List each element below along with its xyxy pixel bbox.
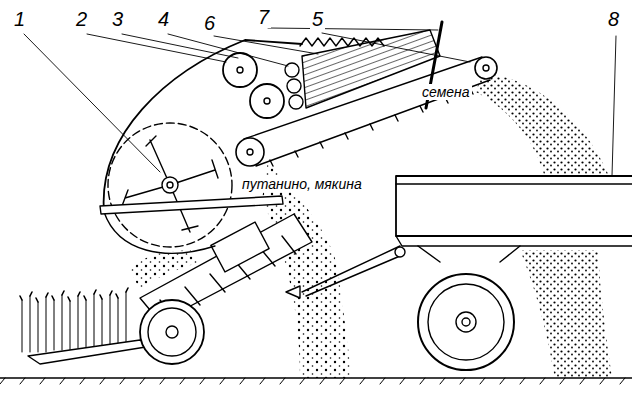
callout-number: 5	[310, 8, 325, 30]
callout-number: 2	[74, 8, 89, 30]
callout-number: 1	[12, 8, 27, 30]
callout-number: 3	[110, 8, 125, 30]
callout-number: 7	[256, 6, 271, 28]
callout-number: 8	[606, 8, 621, 30]
stream-label: путанино, мякина	[240, 176, 364, 192]
callout-number: 6	[202, 12, 217, 34]
callout-number: 4	[156, 8, 171, 30]
stream-label: семена	[420, 84, 472, 100]
